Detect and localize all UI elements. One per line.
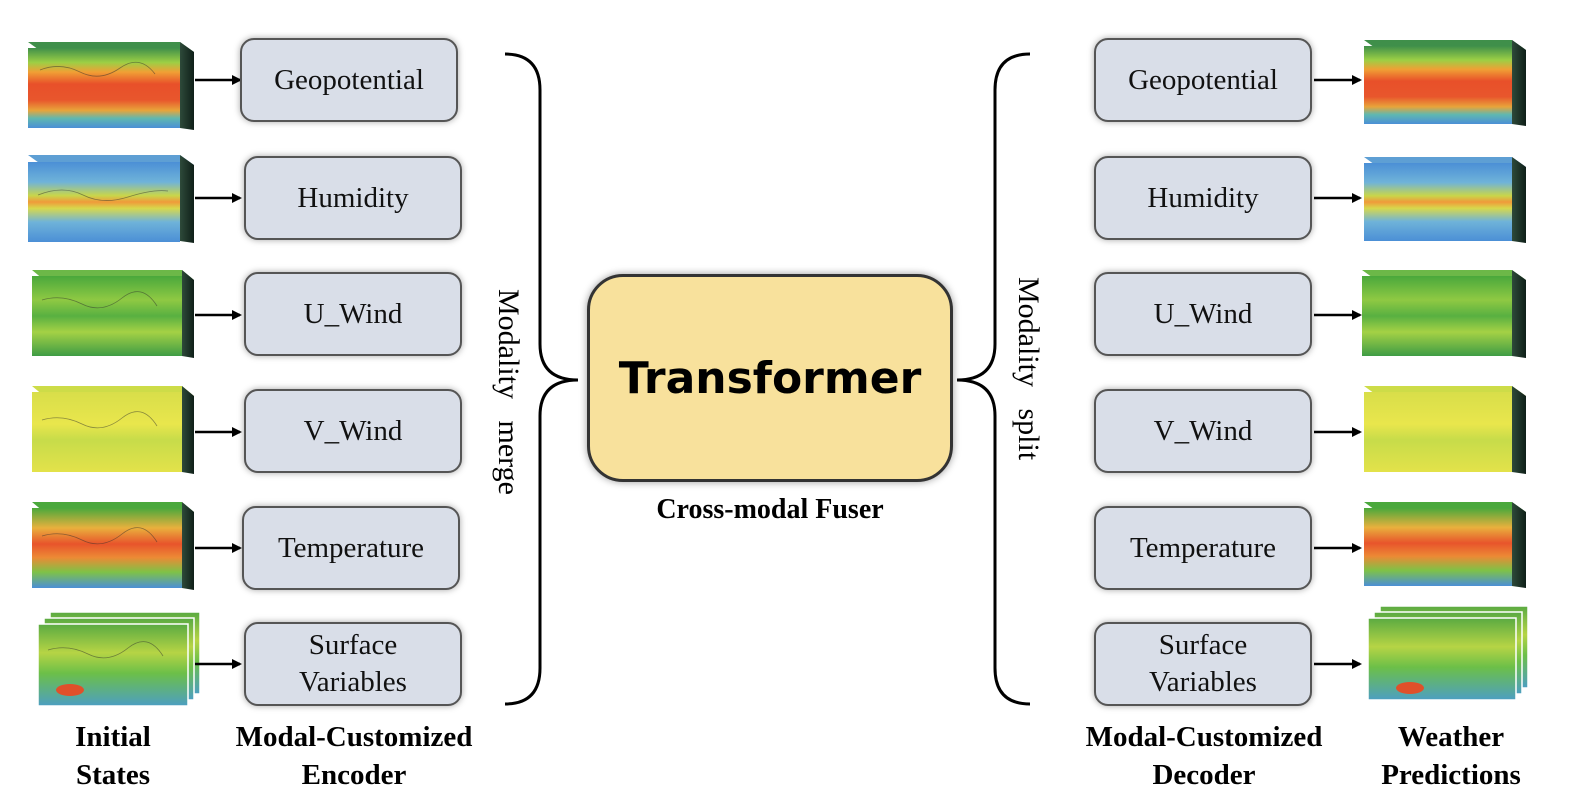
encoder-geopotential: Geopotential: [240, 38, 458, 122]
transformer-block: Transformer: [587, 274, 953, 482]
decoder-v-wind: V_Wind: [1094, 389, 1312, 473]
decoder-output-arrows: [1314, 75, 1362, 669]
encoder-temperature: Temperature: [242, 506, 460, 590]
encoder-humidity: Humidity: [244, 156, 462, 240]
cross-modal-fuser-caption: Cross-modal Fuser: [656, 494, 884, 525]
initial-state-map-surface: [37, 611, 201, 707]
initial-states-caption: Initial States: [75, 721, 151, 791]
prediction-map-geopotential: [1364, 40, 1526, 126]
split-brace: [956, 52, 1031, 706]
encoder-u-wind: U_Wind: [244, 272, 462, 356]
decoder-u-wind: U_Wind: [1094, 272, 1312, 356]
initial-state-map-u-wind: [32, 270, 194, 358]
decoder-surface-variables: Surface Variables: [1094, 622, 1312, 706]
prediction-map-v-wind: [1364, 386, 1526, 474]
merge-brace: [504, 52, 579, 706]
decoder-geopotential: Geopotential: [1094, 38, 1312, 122]
prediction-map-humidity: [1364, 157, 1526, 243]
weather-predictions-caption: Weather Predictions: [1381, 721, 1521, 791]
decoder-caption: Modal-Customized Decoder: [1085, 721, 1323, 791]
decoder-temperature: Temperature: [1094, 506, 1312, 590]
encoder-caption: Modal-Customized Encoder: [235, 721, 473, 791]
prediction-map-surface: [1367, 605, 1529, 701]
decoder-humidity: Humidity: [1094, 156, 1312, 240]
encoder-input-arrows: [195, 75, 242, 669]
modality-split-label: Modality split: [1012, 277, 1045, 461]
initial-state-map-v-wind: [32, 386, 194, 474]
initial-state-map-humidity: [28, 155, 194, 243]
initial-state-map-temperature: [32, 502, 194, 590]
initial-state-map-geopotential: [28, 42, 194, 130]
modality-merge-label: Modality merge: [492, 289, 525, 495]
prediction-map-u-wind: [1362, 270, 1526, 358]
encoder-v-wind: V_Wind: [244, 389, 462, 473]
encoder-surface-variables: Surface Variables: [244, 622, 462, 706]
prediction-map-temperature: [1364, 502, 1526, 588]
